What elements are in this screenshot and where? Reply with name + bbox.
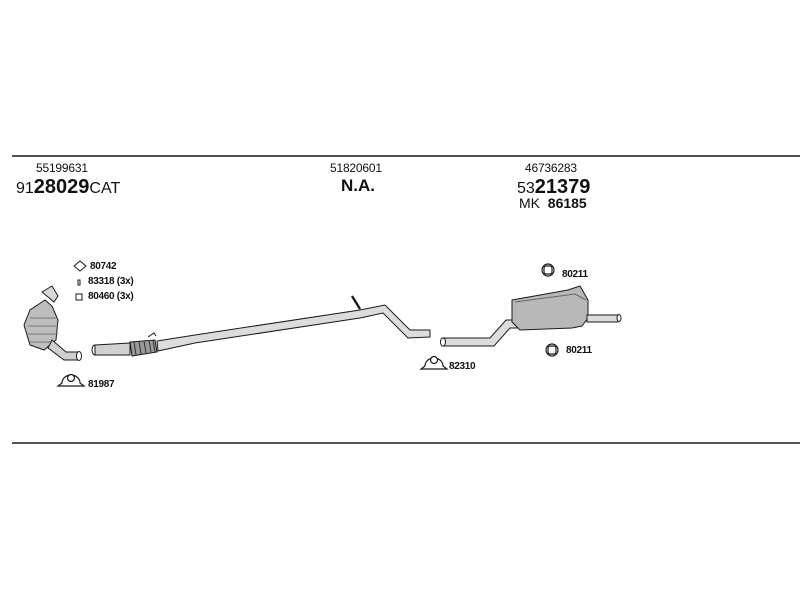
front-code-main: 28029 [33,176,90,198]
gasket-icon [73,260,87,272]
middle-pipe-drawing [91,295,431,357]
nut-icon [75,293,83,301]
part-label-81987: 81987 [88,379,115,390]
middle-code: N.A. [341,176,375,195]
part-label-80211-top: 80211 [562,269,588,280]
catalytic-converter-drawing [23,285,82,361]
bolt-icon [77,279,81,286]
rubber-hanger-icon [545,343,559,357]
part-label-80460: 80460 (3x) [88,291,134,302]
rear-code: 5321379 [517,177,590,197]
rear-mk-code: MK 86185 [519,196,587,210]
rear-mk-number: 86185 [547,195,587,211]
front-code-suffix: CAT [89,180,121,197]
part-label-82310: 82310 [449,361,476,372]
clamp-icon [419,355,449,370]
clamp-icon [56,373,86,387]
rear-code-main: 21379 [534,176,591,198]
part-label-80211-bottom: 80211 [566,345,592,356]
front-code: 9128029CAT [16,177,120,197]
front-part-number: 55199631 [36,161,88,175]
rear-mk-prefix: MK [519,195,540,211]
rear-part-number: 46736283 [525,161,577,175]
rubber-hanger-icon [541,263,555,277]
middle-part-number: 51820601 [330,161,382,175]
rear-silencer-drawing [440,285,622,347]
front-code-prefix: 91 [16,180,34,197]
part-label-83318: 83318 (3x) [88,276,134,287]
rear-code-prefix: 53 [517,180,535,197]
part-label-80742: 80742 [90,261,117,272]
